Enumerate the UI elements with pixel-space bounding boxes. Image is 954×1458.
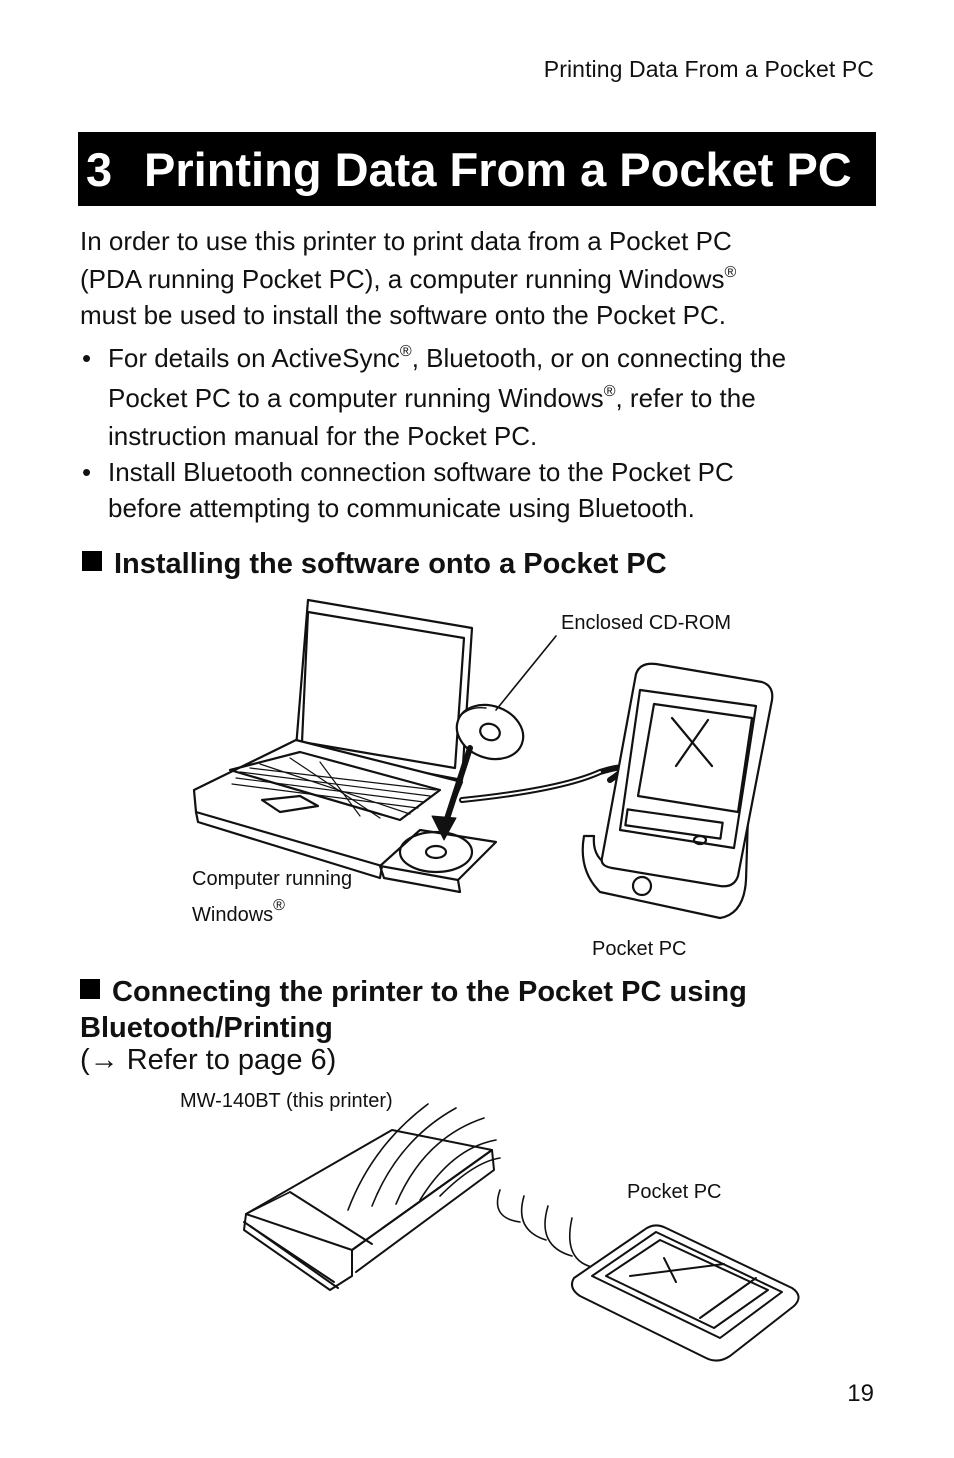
section-heading-install: Installing the software onto a Pocket PC xyxy=(82,548,667,581)
bullet-item: • For details on ActiveSync®, Bluetooth,… xyxy=(80,338,876,454)
bullet-item: • Install Bluetooth connection software … xyxy=(80,454,876,526)
label-pocket-pc: Pocket PC xyxy=(592,938,687,960)
printer-icon xyxy=(243,1129,495,1291)
label-pocket-pc-2: Pocket PC xyxy=(627,1181,722,1203)
bluetooth-waves-icon xyxy=(347,1103,597,1269)
label-enclosed-cdrom: Enclosed CD-ROM xyxy=(561,612,732,634)
chapter-number: 3 xyxy=(86,142,113,196)
intro-line-2: (PDA running Pocket PC), a computer runn… xyxy=(80,264,737,294)
laptop-icon xyxy=(192,598,498,894)
registered-mark: ® xyxy=(399,343,412,360)
intro-line-1: In order to use this printer to print da… xyxy=(80,226,732,256)
disc-in-tray-icon xyxy=(398,830,474,874)
label-computer-running: Computer running xyxy=(192,868,353,890)
label-windows: Windows® xyxy=(192,897,285,927)
pocket-pc-icon xyxy=(571,1224,800,1362)
intro-line-3: must be used to install the software ont… xyxy=(80,300,727,330)
bullet-dot: • xyxy=(82,343,92,373)
pocket-pc-cradle-icon xyxy=(581,662,774,920)
page-reference: (→ Refer to page 6) xyxy=(80,1044,337,1076)
bullet-list: • For details on ActiveSync®, Bluetooth,… xyxy=(80,338,876,526)
intro-paragraph: In order to use this printer to print da… xyxy=(80,222,876,332)
registered-mark: ® xyxy=(724,264,737,281)
chapter-title-bar: 3 Printing Data From a Pocket PC xyxy=(78,132,876,206)
page-number: 19 xyxy=(847,1380,874,1407)
square-bullet-icon xyxy=(82,551,102,571)
registered-mark: ® xyxy=(273,897,285,914)
registered-mark: ® xyxy=(603,383,616,400)
bullet-dot: • xyxy=(82,457,92,487)
label-printer: MW-140BT (this printer) xyxy=(180,1090,393,1112)
chapter-title: Printing Data From a Pocket PC xyxy=(144,142,852,196)
square-bullet-icon xyxy=(80,979,100,999)
section-heading-bluetooth: Connecting the printer to the Pocket PC … xyxy=(80,976,747,1044)
running-header: Printing Data From a Pocket PC xyxy=(543,56,874,82)
